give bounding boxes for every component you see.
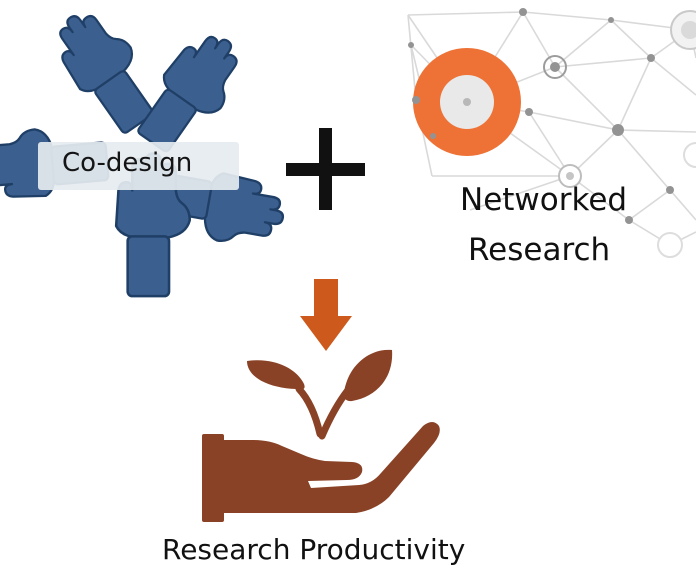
networked-label-line-2: Research xyxy=(468,232,611,268)
circle-of-hands-icon xyxy=(0,0,290,298)
network-graph-icon xyxy=(407,8,696,258)
codesign-label: Co-design xyxy=(62,148,193,178)
research-productivity-label: Research Productivity xyxy=(162,533,466,566)
hand-holding-plant-icon xyxy=(202,349,440,522)
down-arrow-icon xyxy=(300,279,352,351)
plus-icon xyxy=(286,128,365,210)
networked-label-line-1: Networked xyxy=(460,182,628,218)
